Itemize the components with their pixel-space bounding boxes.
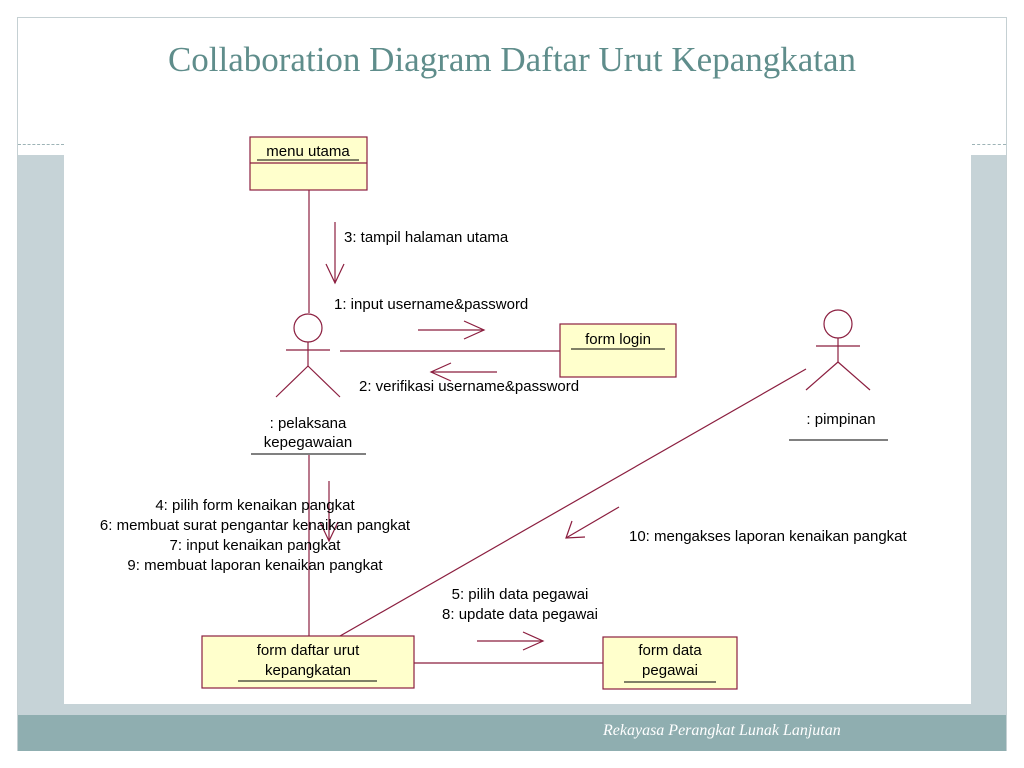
message-pelaksana-form-1: 4: pilih form kenaikan pangkat — [155, 497, 355, 514]
footer-bar — [18, 715, 1006, 751]
message-m1: 1: input username&password — [334, 296, 528, 313]
slide-title: Collaboration Diagram Daftar Urut Kepang… — [167, 40, 857, 79]
message-pelaksana-form-2: 6: membuat surat pengantar kenaikan pang… — [100, 517, 411, 534]
pelaksana-label-1: : pelaksana — [270, 415, 347, 432]
message-m10: 10: mengakses laporan kenaikan pangkat — [629, 528, 908, 545]
link-pimpinan-daftar — [339, 368, 807, 637]
pimpinan-label: : pimpinan — [806, 411, 875, 428]
object-form-daftar: form daftar urut kepangkatan — [201, 635, 415, 689]
form-data-label-1: form data — [638, 642, 702, 659]
arrow-m1 — [418, 320, 486, 340]
arrow-m3 — [325, 222, 345, 285]
form-daftar-label-1: form daftar urut — [257, 642, 360, 659]
actor-pimpinan: : pimpinan — [789, 309, 888, 441]
arrow-m-form-data — [477, 631, 545, 651]
diagram-canvas — [64, 108, 971, 704]
object-form-login: form login — [559, 323, 677, 378]
message-form-data-1: 5: pilih data pegawai — [452, 586, 589, 603]
object-menu-utama: menu utama — [249, 136, 368, 191]
form-login-label: form login — [585, 331, 651, 348]
message-pelaksana-form-3: 7: input kenaikan pangkat — [170, 537, 342, 554]
object-form-data: form data pegawai — [602, 636, 738, 690]
message-pelaksana-form-4: 9: membuat laporan kenaikan pangkat — [127, 557, 383, 574]
menu-utama-label: menu utama — [266, 143, 350, 160]
form-data-label-2: pegawai — [642, 662, 698, 679]
title-divider-right — [972, 144, 1006, 145]
arrow-m10 — [565, 506, 620, 539]
footer-text: Rekayasa Perangkat Lunak Lanjutan — [603, 722, 841, 739]
message-m3: 3: tampil halaman utama — [344, 229, 509, 246]
arrow-m-pelaksana-form — [319, 481, 339, 543]
title-divider-left — [18, 144, 64, 145]
arrow-m2 — [429, 362, 497, 382]
message-form-data-2: 8: update data pegawai — [442, 606, 598, 623]
message-m2: 2: verifikasi username&password — [359, 378, 579, 395]
pelaksana-label-2: kepegawaian — [264, 434, 352, 451]
actor-pelaksana: : pelaksana kepegawaian — [251, 313, 366, 455]
form-daftar-label-2: kepangkatan — [265, 662, 351, 679]
